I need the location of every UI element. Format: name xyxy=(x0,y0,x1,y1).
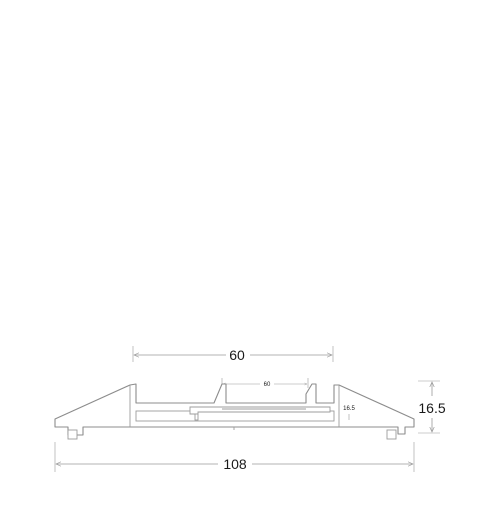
height-dimension: 16.5 xyxy=(418,380,446,434)
inner-width-label: 60 xyxy=(264,382,271,388)
top-width-dimension: 60 xyxy=(132,346,334,363)
top-width-label: 60 xyxy=(229,347,245,363)
inner-height-label: 16.5 xyxy=(343,406,355,412)
bottom-width-dimension: 108 xyxy=(54,442,415,472)
left-foot xyxy=(67,429,78,440)
inner-width-dimension: 60 xyxy=(221,378,309,388)
bottom-width-label: 108 xyxy=(223,456,247,472)
right-foot xyxy=(386,429,397,440)
extrusion-profile: 16.5 xyxy=(54,383,415,440)
height-label: 16.5 xyxy=(418,400,445,416)
slider-foot xyxy=(194,413,199,421)
profile-cavity xyxy=(135,410,335,422)
